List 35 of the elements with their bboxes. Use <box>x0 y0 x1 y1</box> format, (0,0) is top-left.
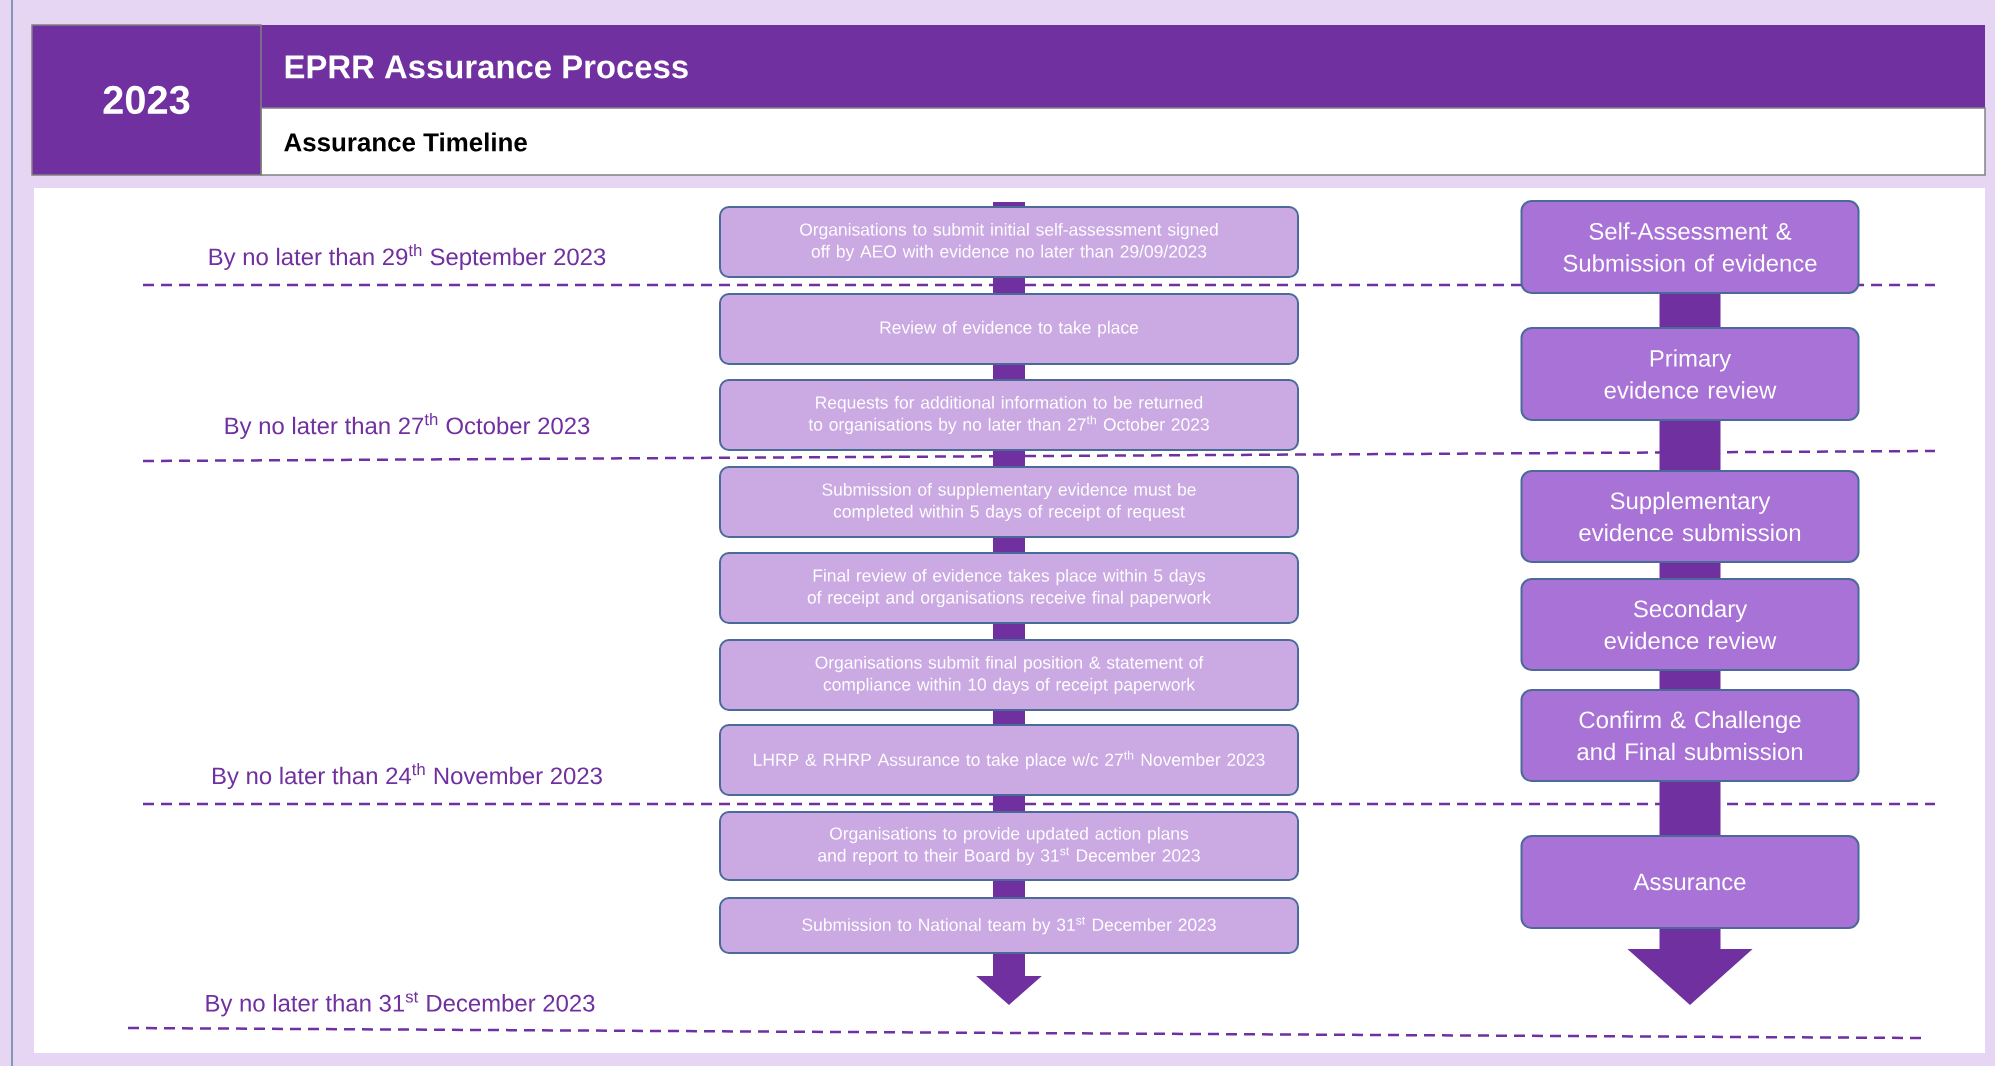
connector-bar <box>993 538 1025 552</box>
process-box: Review of evidence to take place <box>719 293 1299 365</box>
process-box: Final review of evidence takes place within 5 days of receipt and organisations receive final paperwork <box>719 552 1299 624</box>
stage-box: Supplementary evidence submission <box>1520 470 1860 563</box>
connector-bar <box>993 624 1025 639</box>
process-box: Organisations to submit initial self-assessment signed off by AEO with evidence no later than 29/09/2023 <box>719 206 1299 278</box>
stage-box: Assurance <box>1520 835 1860 929</box>
date-label: By no later than 27$^{th}$ October 2023 <box>225 412 590 440</box>
year-box: 2023 <box>31 24 262 176</box>
connector-bar <box>993 881 1025 897</box>
connector-bar <box>993 365 1025 379</box>
connector-bar <box>993 711 1025 724</box>
stage-box: Primary evidence review <box>1520 327 1860 421</box>
date-label: By no later than 24$^{th}$ November 2023 <box>213 762 602 790</box>
process-box: Requests for additional information to be returned to organisations by no later than 27$^{th}$ October 2023 <box>719 379 1299 451</box>
connector-bar <box>993 796 1025 811</box>
process-box: Submission of supplementary evidence must be completed within 5 days of receipt of request <box>719 466 1299 538</box>
connector-bar <box>1659 421 1721 470</box>
stage-box: Secondary evidence review <box>1520 578 1860 671</box>
process-box: Submission to National team by 31$^{st}$ December 2023 <box>719 897 1299 954</box>
process-box: Organisations to provide updated action plans and report to their Board by 31$^{st}$ December 2023 <box>719 811 1299 881</box>
connector-bar <box>1659 294 1721 327</box>
connector-bar <box>993 202 1025 206</box>
subtitle-bar: Assurance Timeline <box>260 107 1986 176</box>
connector-bar <box>1659 671 1721 689</box>
process-box: Organisations submit final position & statement of compliance within 10 days of receipt paperwork <box>719 639 1299 711</box>
process-box: LHRP & RHRP Assurance to take place w/c 27$^{th}$ November 2023 <box>719 724 1299 796</box>
connector-bar <box>1659 782 1721 835</box>
stage-box: Self-Assessment & Submission of evidence <box>1520 200 1860 294</box>
connector-bar <box>1659 563 1721 578</box>
date-label: By no later than 31$^{st}$ December 2023 <box>206 991 595 1017</box>
connector-bar <box>993 451 1025 466</box>
date-label: By no later than 29$^{th}$ September 2023 <box>209 243 606 271</box>
connector-bar <box>993 278 1025 293</box>
stage-box: Confirm & Challenge and Final submission <box>1520 689 1860 782</box>
